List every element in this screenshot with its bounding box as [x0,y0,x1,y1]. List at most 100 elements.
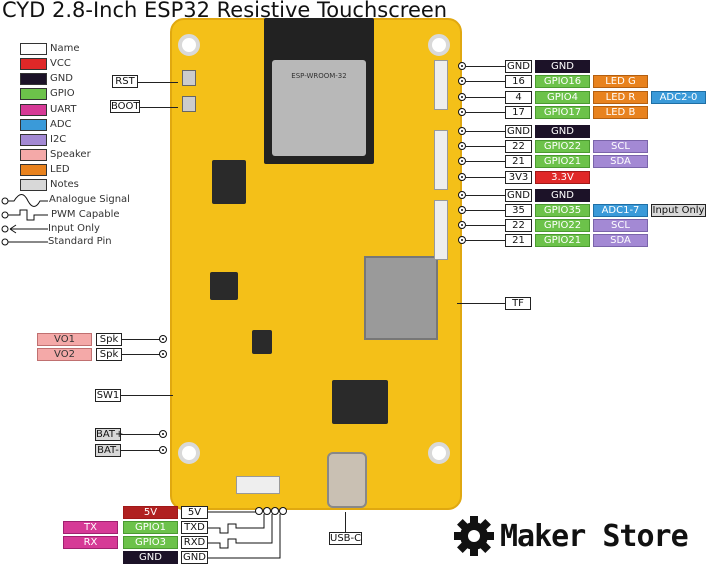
signal-legend-label: Standard Pin [48,236,112,247]
pin-dot [159,430,167,438]
tf-card-slot [364,256,438,340]
leader-line [466,131,505,132]
uart-tx: TX [63,521,118,534]
uart-rx: RX [63,536,118,549]
leader-line [122,354,160,355]
uart-txd-pin: TXD [181,521,208,534]
pin-function-label: GPIO21 [535,155,590,168]
pin-dot [159,350,167,358]
pin-function-label: GPIO17 [535,106,590,119]
uart-gnd-pin: GND [181,551,208,564]
pin-function-label: SDA [593,155,648,168]
uart-gpio1: GPIO1 [123,521,178,534]
uart-connector [236,476,280,494]
leader-line [466,81,505,82]
speaker-vo2: VO2 [37,348,92,361]
pin-function-label: GPIO4 [535,91,590,104]
pin-function-label: SCL [593,219,648,232]
pin-function-label: GND [535,125,590,138]
ic-chip [212,160,246,204]
leader-line [121,450,160,451]
pin-function-label: GPIO21 [535,234,590,247]
uart-rxd-pin: RXD [181,536,208,549]
leader-line [121,434,160,435]
legend-swatch-notes [20,179,47,191]
boot-label: BOOT [110,100,140,113]
boot-button[interactable] [182,96,196,112]
uart-5v-pin: 5V [181,506,208,519]
signal-legend-label: Analogue Signal [49,194,130,205]
leader-line [466,195,505,196]
bat-minus-label: BAT- [95,444,121,457]
pin-function-label: GPIO22 [535,140,590,153]
pin-function-label: ADC2-0 [651,91,706,104]
speaker-vo1: VO1 [37,333,92,346]
cyd-board: ESP-WROOM-32 [170,18,462,510]
legend-label: Name [50,43,80,54]
maker-store-logo: Maker Store [452,514,689,558]
pin-dot [458,221,466,229]
sw1-label: SW1 [95,389,121,402]
pin-dot [458,62,466,70]
leader-line [466,146,505,147]
pin-dot [458,206,466,214]
pin-function-label: Input Only [651,204,706,217]
leader-line [466,177,505,178]
uart-wires [208,507,287,559]
legend-label: UART [50,104,77,115]
mounting-hole [178,442,200,464]
leader-line [466,240,505,241]
pin-number-label: 17 [505,106,532,119]
speaker-type: Spk [96,348,122,361]
legend-swatch-gnd [20,73,47,85]
page-title: CYD 2.8-Inch ESP32 Resistive Touchscreen [2,0,448,22]
leader-line [466,66,505,67]
pin-dot [458,173,466,181]
signal-legend-label: Input Only [48,223,100,234]
mounting-hole [178,34,200,56]
legend-label: GND [50,73,73,84]
legend-label: LED [50,164,70,175]
leader-line [466,225,505,226]
mounting-hole [428,34,450,56]
pin-number-label: 4 [505,91,532,104]
legend-label: VCC [50,58,71,69]
pin-dot [458,142,466,150]
leader-line [345,512,346,532]
module-shield-label: ESP-WROOM-32 [272,60,366,156]
leader-line [466,161,505,162]
leader-line [121,395,173,396]
leader-line [138,82,178,83]
legend-swatch-led [20,164,47,176]
pin-dot [458,191,466,199]
usb-c-port [327,452,367,508]
pin-number-label: GND [505,125,532,138]
leader-line [457,303,505,304]
signal-legend-icons [1,194,48,246]
pin-function-label: 3.3V [535,171,590,184]
legend-swatch-uart [20,104,47,116]
pin-number-label: 21 [505,155,532,168]
pin-function-label: GND [535,189,590,202]
legend-label: GPIO [50,88,75,99]
legend-swatch-i2c [20,134,47,146]
ic-chip [210,272,238,300]
pin-dot [458,108,466,116]
pin-number-label: 35 [505,204,532,217]
mounting-hole [428,442,450,464]
leader-line [140,107,178,108]
legend-swatch-gpio [20,88,47,100]
rgb-connector [434,60,448,110]
pin-function-label: SCL [593,140,648,153]
pin-dot [458,127,466,135]
bat-plus-label: BAT+ [95,428,124,441]
pin-number-label: 16 [505,75,532,88]
gear-icon [454,516,494,556]
pin-number-label: GND [505,60,532,73]
pin-function-label: GND [535,60,590,73]
rst-button[interactable] [182,70,196,86]
legend-swatch-adc [20,119,47,131]
i2c-connector [434,130,448,190]
legend-swatch-vcc [20,58,47,70]
pin-number-label: 3V3 [505,171,532,184]
